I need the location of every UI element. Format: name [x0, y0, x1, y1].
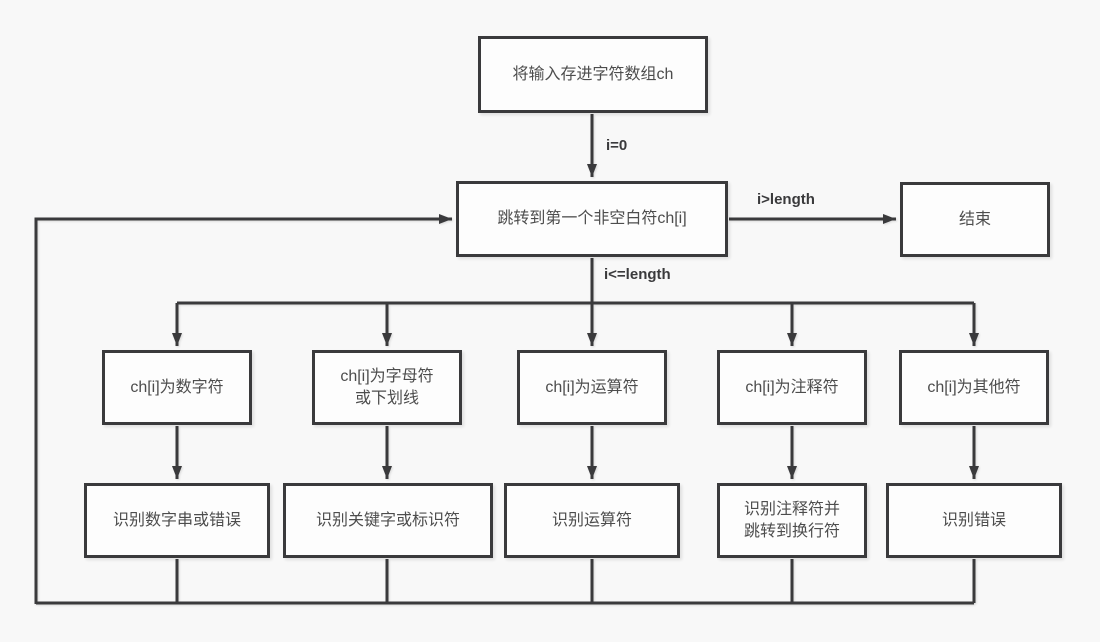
node-cond-other: ch[i]为其他符	[899, 350, 1049, 425]
node-act-operator: 识别运算符	[504, 483, 680, 558]
node-act-digit: 识别数字串或错误	[84, 483, 270, 558]
node-cond-digit: ch[i]为数字符	[102, 350, 252, 425]
node-act-identifier: 识别关键字或标识符	[283, 483, 493, 558]
edge-label-exceed: i>length	[757, 191, 815, 208]
node-cond-letter: ch[i]为字母符 或下划线	[312, 350, 462, 425]
connector-loop-back	[34, 214, 452, 604]
node-cond-operator: ch[i]为运算符	[517, 350, 667, 425]
node-store-input: 将输入存进字符数组ch	[478, 36, 708, 113]
node-act-comment: 识别注释符并 跳转到换行符	[717, 483, 867, 558]
connector-merge-risers	[175, 559, 976, 603]
node-cond-comment: ch[i]为注释符	[717, 350, 867, 425]
node-skip-whitespace: 跳转到第一个非空白符ch[i]	[456, 181, 728, 257]
node-end: 结束	[900, 182, 1050, 257]
node-act-error: 识别错误	[886, 483, 1062, 558]
edge-label-init: i=0	[606, 137, 628, 154]
edge-label-within: i<=length	[604, 266, 671, 283]
